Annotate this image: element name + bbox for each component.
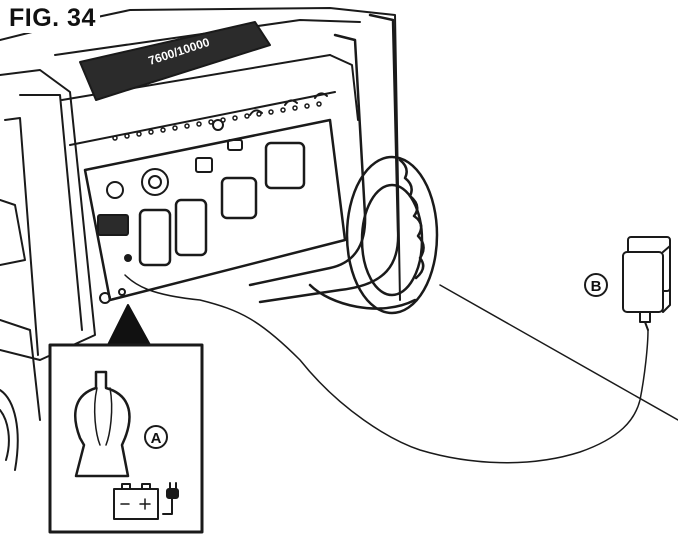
floor-line (439, 284, 678, 421)
panel-display (97, 214, 129, 236)
inset-detail: A (48, 343, 204, 534)
callout-a-label: A (151, 430, 162, 447)
inset-pointer (107, 304, 151, 346)
charging-cable (124, 274, 649, 464)
control-panel (83, 92, 347, 304)
callout-b: B (584, 273, 608, 297)
outlet (138, 141, 306, 267)
plug-icon (162, 482, 179, 515)
model-label-band: 7600/10000 (79, 21, 271, 101)
wall-charger (622, 236, 671, 331)
vent-row (112, 101, 322, 141)
left-wheel (0, 389, 19, 471)
callout-b-label: B (591, 278, 602, 295)
charging-port-icon (74, 370, 131, 478)
battery-icon (113, 483, 159, 520)
panel-knob (141, 168, 169, 196)
figure-title: FIG. 34 (7, 4, 100, 33)
wheel (308, 155, 439, 315)
